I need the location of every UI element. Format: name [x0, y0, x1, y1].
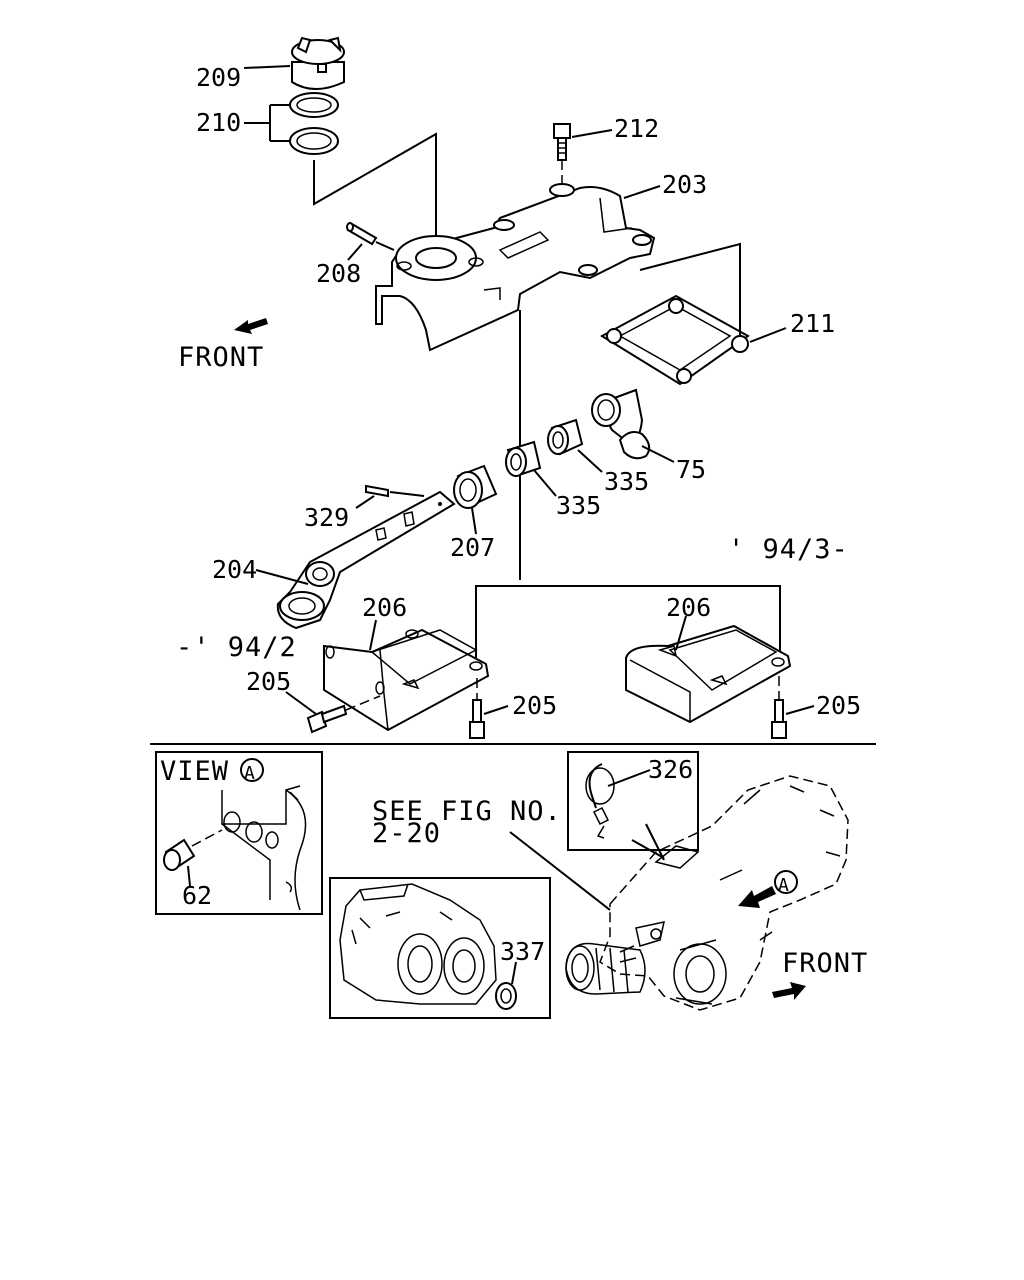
label-337: 337 [500, 937, 545, 966]
label-335-a: 335 [604, 467, 649, 496]
front-arrow-bottom [772, 982, 806, 1000]
label-75: 75 [676, 455, 706, 484]
front-arrow-top [234, 318, 268, 334]
part-211-gasket [600, 294, 750, 386]
label-209: 209 [196, 63, 241, 92]
part-207-bearing [453, 464, 498, 509]
part-206-cover-right [625, 624, 792, 724]
label-62: 62 [182, 881, 212, 910]
view-a-arrow [738, 886, 776, 908]
front-label-top: FRONT [178, 342, 264, 373]
label-329: 329 [304, 503, 349, 532]
part-205-bolt-right [771, 699, 787, 739]
date-after-label: ' 94/3- [728, 534, 849, 565]
label-204: 204 [212, 555, 257, 584]
label-208: 208 [316, 259, 361, 288]
label-205-left: 205 [246, 667, 291, 696]
see-fig-line2: 2-20 [372, 818, 441, 849]
label-210: 210 [196, 108, 241, 137]
arrow-a-circle-marker [774, 870, 798, 894]
front-label-bottom: FRONT [782, 948, 868, 979]
part-210-rings [289, 92, 339, 155]
label-206-right: 206 [666, 593, 711, 622]
part-203-housing [375, 183, 656, 352]
part-62-plug [163, 838, 196, 871]
see-fig-line1: SEE FIG NO. [372, 796, 562, 827]
part-329-pin [365, 484, 389, 498]
view-a-circle-marker [240, 758, 264, 782]
transfer-case-assembly [565, 775, 849, 1011]
part-205-bolt-left [306, 704, 348, 734]
label-205-right: 205 [816, 691, 861, 720]
part-75-fitting [591, 388, 651, 460]
date-before-label: -' 94/2 [176, 632, 297, 663]
label-211: 211 [790, 309, 835, 338]
label-335-b: 335 [556, 491, 601, 520]
view-label: VIEW [160, 756, 229, 787]
part-206-cover-left [323, 628, 490, 732]
label-205-center: 205 [512, 691, 557, 720]
part-204-shift-arm [276, 490, 456, 630]
part-205-bolt-center [469, 699, 485, 739]
view-a-box [155, 751, 323, 915]
part-208-pin [346, 222, 378, 246]
part-337-box [329, 877, 551, 1019]
part-212-bolt [553, 123, 571, 161]
part-335-bushing-b [505, 440, 542, 478]
label-326: 326 [648, 755, 693, 784]
part-326-box [567, 751, 699, 851]
arrow-marker: A [778, 875, 789, 896]
part-209-sleeve [291, 36, 345, 90]
part-335-bushing-a [547, 418, 584, 456]
label-212: 212 [614, 114, 659, 143]
label-206-left: 206 [362, 593, 407, 622]
label-203: 203 [662, 170, 707, 199]
label-207: 207 [450, 533, 495, 562]
view-marker: A [244, 763, 255, 784]
